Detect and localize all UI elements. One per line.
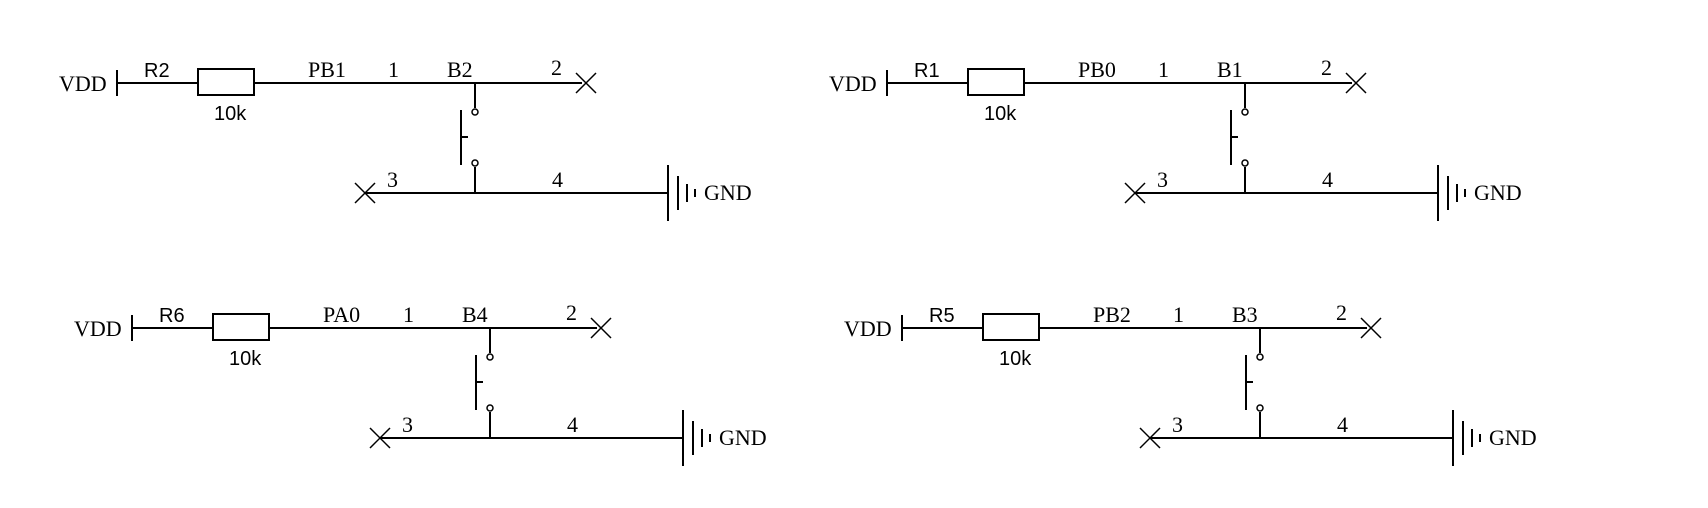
- switch-contact-bottom: [471, 159, 479, 167]
- pin3-label: 3: [387, 167, 398, 192]
- no-connect-pin2: [1345, 72, 1367, 94]
- resistor-label: R5: [929, 305, 955, 327]
- gnd-label: GND: [704, 180, 752, 205]
- resistor-label: R2: [144, 60, 170, 82]
- vdd-label: VDD: [59, 71, 107, 96]
- switch-contact-top: [486, 353, 494, 361]
- resistor-label: R1: [914, 60, 940, 82]
- pin1-label: 1: [1158, 57, 1169, 82]
- gnd-label: GND: [1474, 180, 1522, 205]
- pin2-label: 2: [551, 55, 562, 80]
- no-connect-pin3: [1139, 427, 1161, 449]
- pin4-label: 4: [567, 412, 578, 437]
- switch-contact-bottom: [486, 404, 494, 412]
- no-connect-pin2: [1360, 317, 1382, 339]
- vdd-label: VDD: [829, 71, 877, 96]
- resistor-value: 10k: [229, 348, 262, 370]
- resistor-body: [967, 68, 1025, 96]
- no-connect-pin3: [1124, 182, 1146, 204]
- switch-contact-bottom: [1256, 404, 1264, 412]
- net-label: PB2: [1093, 302, 1131, 327]
- resistor-body: [212, 313, 270, 341]
- no-connect-pin3: [369, 427, 391, 449]
- net-label: PB0: [1078, 57, 1116, 82]
- net-label: PA0: [323, 302, 360, 327]
- no-connect-pin2: [590, 317, 612, 339]
- resistor-value: 10k: [984, 103, 1017, 125]
- resistor-body: [982, 313, 1040, 341]
- switch-label: B4: [462, 302, 488, 327]
- pin4-label: 4: [1322, 167, 1333, 192]
- net-label: PB1: [308, 57, 346, 82]
- vdd-label: VDD: [74, 316, 122, 341]
- switch-contact-bottom: [1241, 159, 1249, 167]
- resistor-value: 10k: [999, 348, 1032, 370]
- switch-label: B1: [1217, 57, 1243, 82]
- pin2-label: 2: [1321, 55, 1332, 80]
- vdd-label: VDD: [844, 316, 892, 341]
- resistor-body: [197, 68, 255, 96]
- resistor-value: 10k: [214, 103, 247, 125]
- pin1-label: 1: [388, 57, 399, 82]
- switch-label: B2: [447, 57, 473, 82]
- switch-contact-top: [471, 108, 479, 116]
- no-connect-pin2: [575, 72, 597, 94]
- pin2-label: 2: [1336, 300, 1347, 325]
- switch-contact-top: [1256, 353, 1264, 361]
- resistor-label: R6: [159, 305, 185, 327]
- pin1-label: 1: [1173, 302, 1184, 327]
- gnd-label: GND: [1489, 425, 1537, 450]
- no-connect-pin3: [354, 182, 376, 204]
- pin3-label: 3: [1172, 412, 1183, 437]
- pin1-label: 1: [403, 302, 414, 327]
- pin4-label: 4: [1337, 412, 1348, 437]
- pin3-label: 3: [402, 412, 413, 437]
- switch-label: B3: [1232, 302, 1258, 327]
- pin3-label: 3: [1157, 167, 1168, 192]
- gnd-label: GND: [719, 425, 767, 450]
- switch-contact-top: [1241, 108, 1249, 116]
- pin2-label: 2: [566, 300, 577, 325]
- pin4-label: 4: [552, 167, 563, 192]
